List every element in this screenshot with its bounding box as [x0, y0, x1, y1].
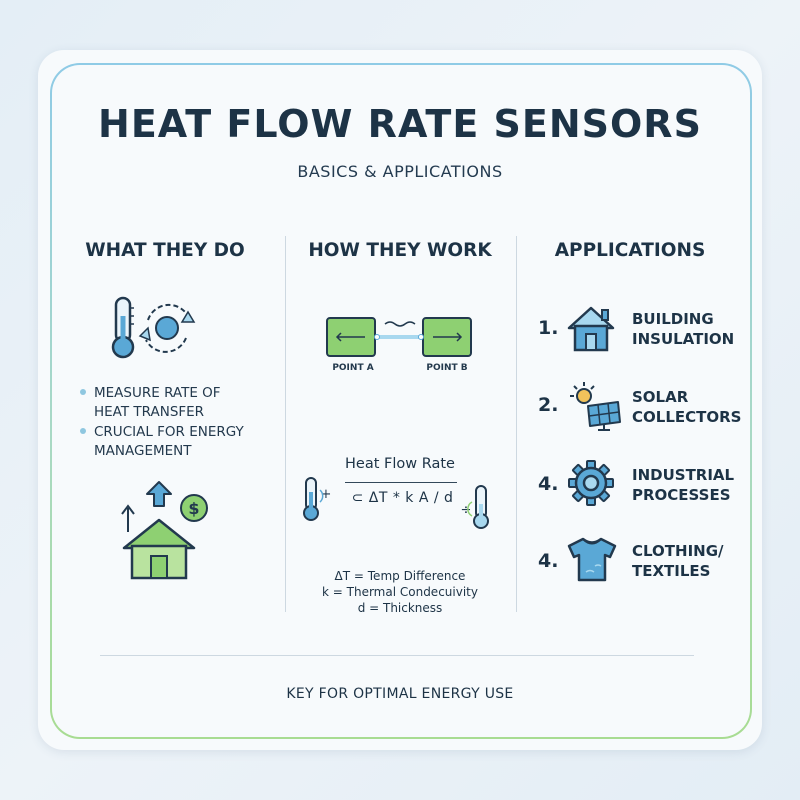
footer-divider [100, 655, 694, 656]
application-label-line: PROCESSES [632, 486, 731, 504]
card-border [50, 63, 752, 739]
application-label-line: CLOTHING/ [632, 542, 724, 560]
heat-transfer-diagram [326, 317, 472, 357]
svg-text:+: + [321, 487, 332, 502]
application-number: 4. [538, 473, 559, 495]
point-b-label: POINT B [426, 363, 468, 373]
bullet-text: MANAGEMENT [94, 443, 192, 459]
application-label: INDUSTRIAL PROCESSES [632, 465, 734, 505]
bullet-dot [80, 389, 86, 395]
application-number: 2. [538, 394, 559, 416]
bullet-text: MEASURE RATE OF [94, 385, 221, 401]
bullet-text: HEAT TRANSFER [94, 404, 205, 420]
formula-expression: ⊂ ΔT * k A / d [351, 490, 454, 506]
legend-line: k = Thermal Condecuivity [322, 585, 478, 599]
thermometer-plus-icon: + [303, 477, 332, 521]
thermometer-cycle-icon [111, 296, 196, 359]
bullet-item: CRUCIAL FOR ENERGY MANAGEMENT [80, 423, 280, 461]
application-label-line: INSULATION [632, 330, 735, 348]
application-label-line: SOLAR [632, 388, 689, 406]
svg-text:÷: ÷ [461, 503, 472, 518]
column-divider-right [516, 236, 517, 612]
house-icon [567, 306, 615, 352]
page-subtitle: BASICS & APPLICATIONS [297, 162, 503, 181]
application-label-line: INDUSTRIAL [632, 466, 735, 484]
application-label-line: TEXTILES [632, 562, 711, 580]
formula-title: Heat Flow Rate [345, 456, 455, 472]
gear-icon [568, 460, 614, 506]
bullet-item: MEASURE RATE OF HEAT TRANSFER [80, 384, 280, 422]
legend-line: d = Thickness [357, 601, 443, 615]
formula-legend: ΔT = Temp Difference k = Thermal Condecu… [300, 568, 500, 616]
point-a-label: POINT A [332, 363, 374, 373]
application-label-line: COLLECTORS [632, 408, 742, 426]
bullet-text: CRUCIAL FOR ENERGY [94, 424, 244, 440]
heading-what-they-do: WHAT THEY DO [85, 240, 245, 261]
footer-text: KEY FOR OPTIMAL ENERGY USE [286, 686, 514, 702]
formula-fraction-line [345, 482, 457, 483]
application-number: 1. [538, 317, 559, 339]
tshirt-icon [567, 537, 617, 582]
application-label: CLOTHING/ TEXTILES [632, 541, 724, 581]
application-label: SOLAR COLLECTORS [632, 387, 741, 427]
application-number: 4. [538, 550, 559, 572]
what-bullets: MEASURE RATE OF HEAT TRANSFER CRUCIAL FOR… [80, 384, 280, 462]
application-label-line: BUILDING [632, 310, 714, 328]
energy-savings-house-icon: $ [121, 481, 208, 580]
bullet-dot [80, 428, 86, 434]
thermometer-divide-icon: ÷ [461, 485, 489, 529]
application-label: BUILDING INSULATION [632, 309, 734, 349]
heading-how-they-work: HOW THEY WORK [308, 240, 492, 261]
heading-applications: APPLICATIONS [554, 240, 706, 261]
column-divider-left [285, 236, 286, 612]
page-title: HEAT FLOW RATE SENSORS [98, 102, 702, 146]
solar-panel-icon [570, 382, 621, 431]
legend-line: ΔT = Temp Difference [334, 569, 466, 583]
svg-text:$: $ [188, 499, 199, 518]
